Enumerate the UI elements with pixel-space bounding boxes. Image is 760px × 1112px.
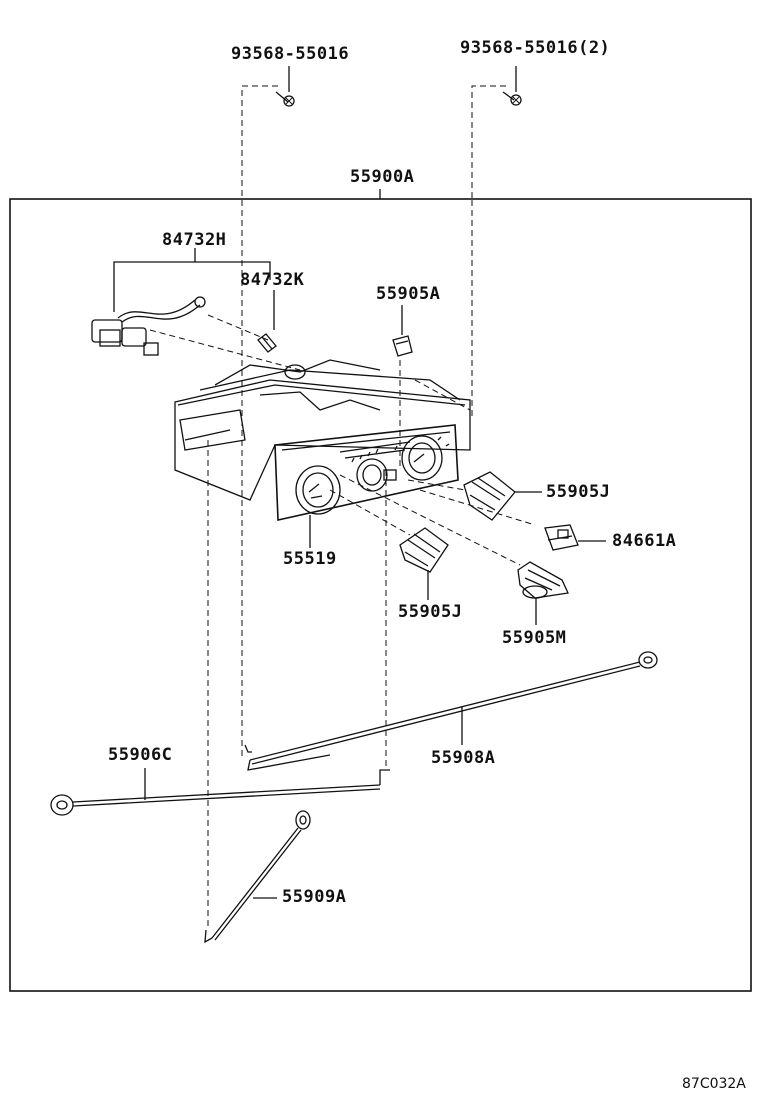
label-knob-top: 55905A — [376, 284, 441, 304]
cable-bottom-icon — [204, 810, 311, 944]
cable-right-icon — [244, 651, 658, 771]
label-knob-right: 55905J — [546, 482, 611, 502]
knob-top-icon — [392, 335, 413, 357]
knob-right-icon — [463, 471, 516, 521]
screw-left-icon — [275, 91, 295, 107]
cable-left-icon — [50, 769, 390, 816]
label-cable-right: 55908A — [431, 748, 496, 768]
assembly-frame — [9, 198, 752, 992]
label-knob-lower: 55905J — [398, 602, 463, 622]
control-unit-icon — [174, 359, 471, 521]
harness-connector-icon — [91, 296, 206, 356]
screw-right-icon — [502, 91, 522, 106]
bulb-icon — [257, 333, 277, 353]
label-assembly: 55900A — [350, 167, 415, 187]
label-control-panel: 55519 — [283, 549, 337, 569]
label-screw-left: 93568-55016 — [231, 44, 350, 64]
label-harness: 84732H — [162, 230, 227, 250]
knob-lower-icon — [399, 527, 449, 573]
label-switch: 84661A — [612, 531, 677, 551]
label-screw-right: 93568-55016(2) — [460, 38, 611, 58]
label-knob-mode: 55905M — [502, 628, 567, 648]
switch-icon — [544, 524, 579, 551]
label-cable-bottom: 55909A — [282, 887, 347, 907]
drawing-code: 87C032A — [682, 1076, 746, 1092]
label-bulb: 84732K — [240, 270, 305, 290]
label-cable-left: 55906C — [108, 745, 173, 765]
knob-mode-icon — [517, 561, 569, 599]
